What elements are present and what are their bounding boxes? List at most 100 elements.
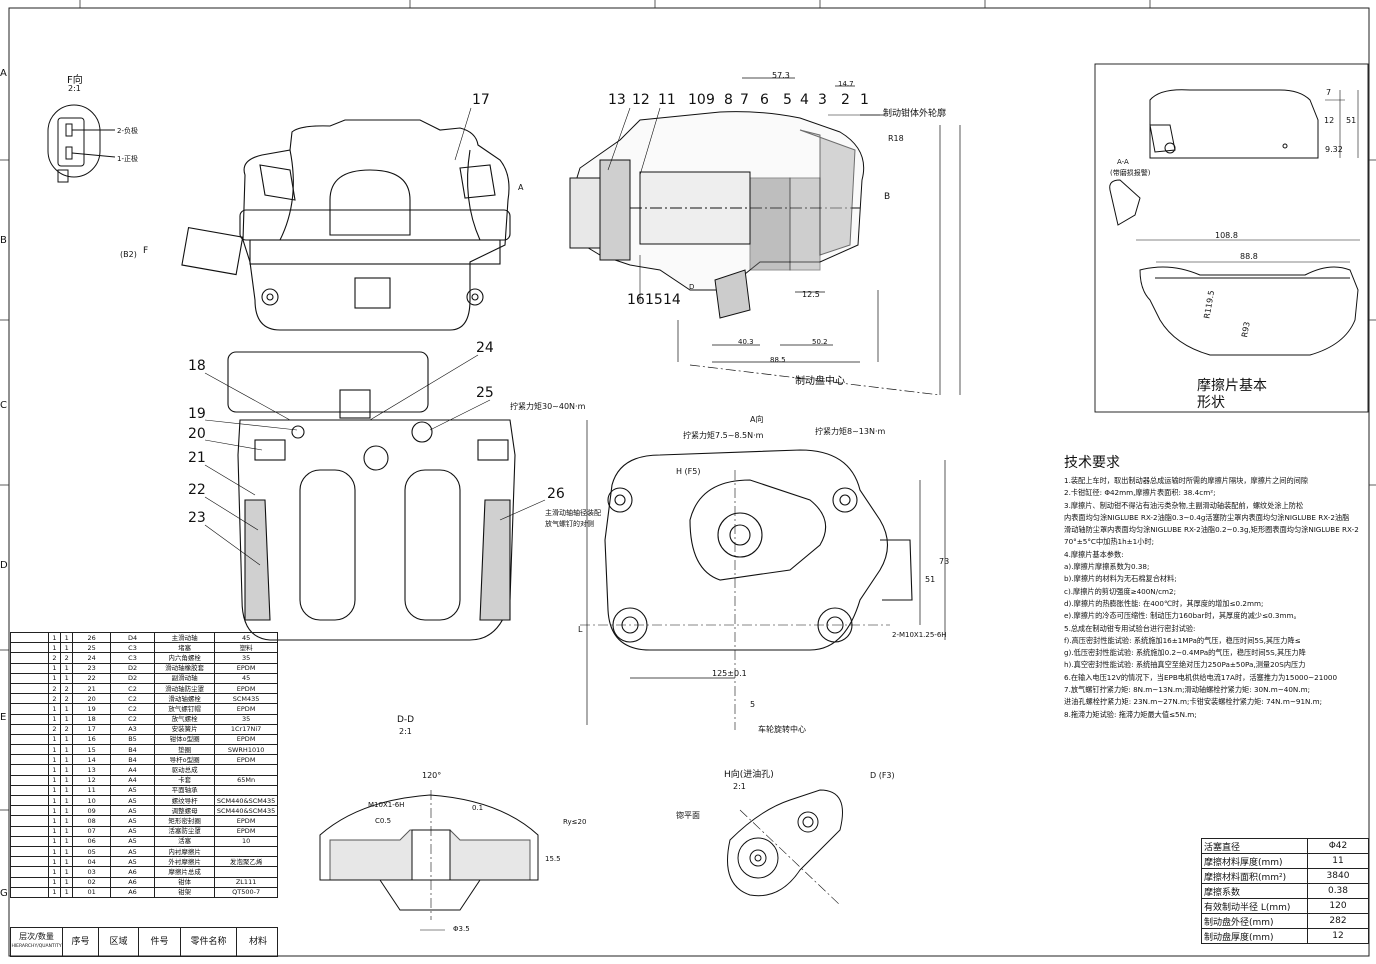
bom-cell: 1	[47, 845, 62, 858]
bom-cell-blank	[10, 794, 49, 807]
bom-cell: 调整螺母	[153, 805, 216, 817]
bom-cell: 发泡聚乙烯	[214, 856, 278, 868]
caliper-section-view	[569, 111, 865, 319]
spec-value: Φ42	[1307, 838, 1369, 854]
bom-cell: 1	[60, 825, 74, 837]
bom-cell: 活塞防尘罩	[153, 825, 216, 837]
bom-cell: 矩形密封圈	[153, 815, 216, 827]
grid-ticks	[0, 0, 1376, 811]
bom-cell: 10	[72, 794, 112, 807]
bom-cell: 16	[72, 733, 112, 746]
pad-aa-note: (带磨损报警)	[1110, 169, 1151, 177]
bom-cell: A6	[110, 886, 155, 898]
dd-roughness: Ry≤20	[563, 818, 587, 826]
balloon-25: 25	[476, 385, 494, 401]
tech-line: e).摩擦片的冷态可压缩性: 制动压力160bar时，其厚度的减少≤0.3mm。	[1064, 611, 1301, 621]
bom-cell: 1	[47, 784, 62, 797]
bom-cell-blank	[10, 835, 49, 847]
bom-cell: 放气螺钉帽	[153, 703, 216, 715]
bom-cell-blank	[10, 764, 49, 776]
bom-cell-blank	[10, 774, 49, 786]
bom-cell: 驱动总成	[153, 764, 216, 776]
dd-view-title: D-D	[397, 715, 415, 725]
bom-cell: 1	[60, 774, 74, 786]
bom-cell-blank	[10, 754, 49, 766]
bom-cell-blank	[10, 744, 49, 756]
bom-cell: 内六角螺栓	[153, 652, 216, 664]
balloon: 1	[860, 92, 869, 108]
bom-cell: D2	[110, 672, 155, 684]
bom-level-label: 层次/数量	[19, 932, 54, 941]
bom-col-name: 零件名称	[181, 928, 237, 956]
bom-cell-blank	[10, 866, 49, 878]
bom-cell: 2	[60, 693, 74, 705]
bom-cell: D4	[110, 631, 155, 644]
bom-cell: D2	[110, 662, 155, 674]
tech-line: 2.卡钳缸径: Φ42mm,摩擦片表面积: 38.4cm²;	[1064, 488, 1216, 498]
bom-cell: 副滑动轴	[153, 672, 216, 684]
bom-cell: 14	[72, 754, 112, 766]
bom-cell: A5	[110, 794, 155, 807]
bom-cell: 1	[60, 754, 74, 766]
section-dimensions	[677, 77, 961, 396]
bom-cell: 03	[72, 866, 112, 878]
tech-line: d).摩擦片的热膨胀性能: 在400℃时，其厚度的增加≤0.2mm;	[1064, 598, 1264, 608]
grid-row-label: B	[0, 235, 7, 246]
bom-cell-blank	[10, 784, 49, 797]
balloon: 4	[800, 92, 809, 108]
dd-angle: 120°	[422, 771, 442, 780]
bom-cell: 1	[47, 876, 62, 888]
bom-cell: 1	[60, 713, 74, 725]
bom-cell: 2	[47, 652, 62, 664]
h-view-scale: 2:1	[733, 782, 746, 791]
bom-cell: 07	[72, 825, 112, 837]
ref-f: F	[143, 246, 149, 256]
bom-cell: B5	[110, 733, 155, 746]
bom-cell: 2	[60, 652, 74, 664]
balloon: 12	[632, 92, 650, 108]
spec-value: 120	[1307, 898, 1369, 914]
bom-cell-blank	[10, 642, 49, 654]
spec-label: 摩擦材料面积(mm²)	[1201, 868, 1308, 884]
wheel-center-note: 车轮旋转中心	[758, 725, 806, 734]
bom-cell: 05	[72, 845, 112, 858]
bom-cell: A5	[110, 815, 155, 827]
bom-cell-blank	[10, 733, 49, 746]
bom-cell-blank	[10, 693, 49, 705]
bom-cell-blank	[10, 662, 49, 674]
bom-cell: EPDM	[214, 682, 278, 695]
bom-cell: 2	[47, 693, 62, 705]
dd-phi: Φ3.5	[453, 925, 470, 933]
tech-line: 1.装配上车时，取出制动器总成运输时所需的摩擦片隔块，摩擦片之间的间隙	[1064, 476, 1309, 485]
bom-cell: 滑动轴螺栓	[153, 693, 216, 705]
bom-cell: 摩擦片总成	[153, 866, 216, 878]
grid-row-label: A	[0, 68, 7, 79]
bom-cell: 1	[47, 794, 62, 807]
bom-cell: 25	[72, 642, 112, 654]
balloon-18: 18	[188, 358, 206, 374]
bom-cell: 24	[72, 652, 112, 664]
bom-cell: 2	[60, 682, 74, 695]
bom-cell: 1	[60, 856, 74, 868]
bleed-torque-note: 拧紧力矩30~40N·m	[510, 402, 586, 411]
bom-cell-blank	[10, 845, 49, 858]
tech-line: 进油孔螺栓拧紧力矩: 23N.m~27N.m;卡钳安装螺栓拧紧力矩: 74N.m…	[1064, 697, 1323, 707]
spec-value: 12	[1307, 928, 1369, 944]
bom-cell: ZL111	[214, 876, 278, 888]
bom-cell: C3	[110, 652, 155, 664]
bom-cell: 35	[214, 652, 278, 664]
spec-label: 摩擦材料厚度(mm)	[1201, 853, 1308, 869]
spec-value: 3840	[1307, 868, 1369, 884]
pad-frame	[1094, 63, 1369, 413]
dim-51: 51	[925, 575, 936, 584]
dim-r18: R18	[888, 134, 904, 143]
bom-cell-blank	[10, 805, 49, 817]
